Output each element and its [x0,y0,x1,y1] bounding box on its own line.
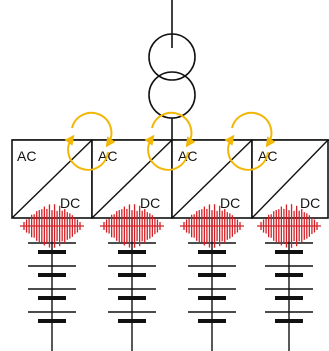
battery-cell-negative-plate [275,273,303,277]
battery-cell-negative-plate [275,319,303,323]
battery-string-1 [20,204,84,351]
battery-cell-negative-plate [198,296,226,300]
dc-label: DC [220,195,240,211]
converter-diagonal [171,139,253,219]
ac-label: AC [17,148,36,164]
circulating-current-arrow-icon [144,111,196,171]
converter-4: AC DC [251,139,329,219]
dc-ripple-icon [257,204,321,248]
battery-cell-negative-plate [38,250,66,254]
circulating-current-arrow-icon [64,111,116,171]
battery-cell-negative-plate [118,273,146,277]
battery-cell-negative-plate [38,319,66,323]
converter-diagonal [251,139,329,219]
battery-cell-negative-plate [198,250,226,254]
battery-cell-negative-plate [118,319,146,323]
circulating-current-arrow-icon [224,111,276,171]
dc-ripple-icon [100,204,164,248]
converter-diagonal [11,139,93,219]
converter-2: AC DC [91,139,173,219]
battery-strings [20,204,321,351]
battery-string-4 [257,204,321,351]
dc-ripple-icon [180,204,244,248]
battery-cell-negative-plate [118,250,146,254]
dc-ripple-icon [20,204,84,248]
battery-cell-negative-plate [275,296,303,300]
dc-label: DC [300,195,320,211]
converter-3: AC DC [171,139,253,219]
dc-label: DC [140,195,160,211]
battery-string-2 [100,204,164,351]
battery-cell-negative-plate [198,273,226,277]
battery-cell-negative-plate [118,296,146,300]
converter-1: AC DC [11,139,93,219]
battery-cell-negative-plate [198,319,226,323]
battery-cell-negative-plate [275,250,303,254]
converter-diagonal [91,139,173,219]
battery-cell-negative-plate [38,296,66,300]
dc-label: DC [60,195,80,211]
battery-string-3 [180,204,244,351]
battery-cell-negative-plate [38,273,66,277]
